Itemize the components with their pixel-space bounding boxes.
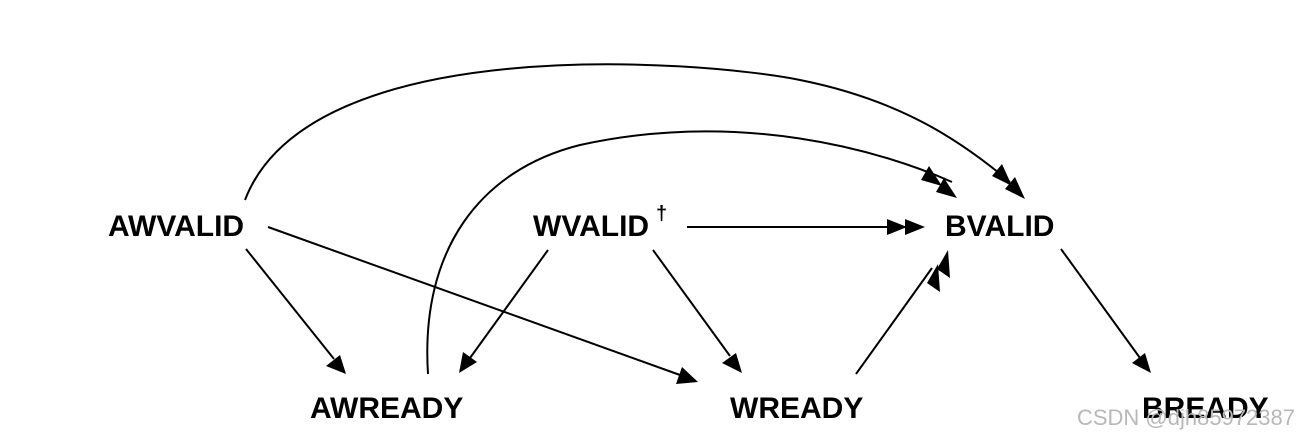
arrowhead: [676, 367, 698, 384]
arrowhead: [927, 264, 940, 292]
node-awvalid: AWVALID: [108, 210, 244, 243]
arrowhead: [326, 355, 346, 374]
arrowhead: [722, 353, 742, 373]
arrowhead: [905, 219, 925, 235]
edge-wvalid-wready: [652, 249, 742, 373]
arrowhead: [459, 352, 477, 373]
edge-bvalid-bready: [1060, 248, 1151, 373]
arrowhead: [921, 166, 942, 186]
node-awready: AWREADY: [310, 392, 463, 425]
node-wvalid-dagger: †: [656, 203, 667, 225]
node-wvalid: WVALID: [533, 210, 649, 243]
arrowhead: [1005, 177, 1025, 199]
watermark-text: CSDN @djh85972387: [1077, 405, 1295, 430]
arrowhead: [1132, 353, 1151, 373]
arrowhead: [992, 164, 1012, 186]
edge-wready-bvalid: [855, 250, 950, 375]
edge-wvalid-bvalid: [687, 219, 925, 235]
edge-awready-bvalid: [426, 130, 957, 375]
edge-awvalid-wready: [267, 226, 698, 384]
node-bvalid: BVALID: [945, 210, 1054, 243]
node-bready: BREADY: [1142, 392, 1269, 425]
edge-awvalid-bvalid: [244, 63, 1025, 201]
node-wready: WREADY: [730, 392, 863, 425]
edge-wvalid-awready: [459, 249, 549, 373]
edge-awvalid-awready: [245, 248, 346, 374]
arrowhead: [936, 178, 957, 198]
arrowhead: [887, 219, 907, 235]
arrowhead: [937, 250, 950, 278]
